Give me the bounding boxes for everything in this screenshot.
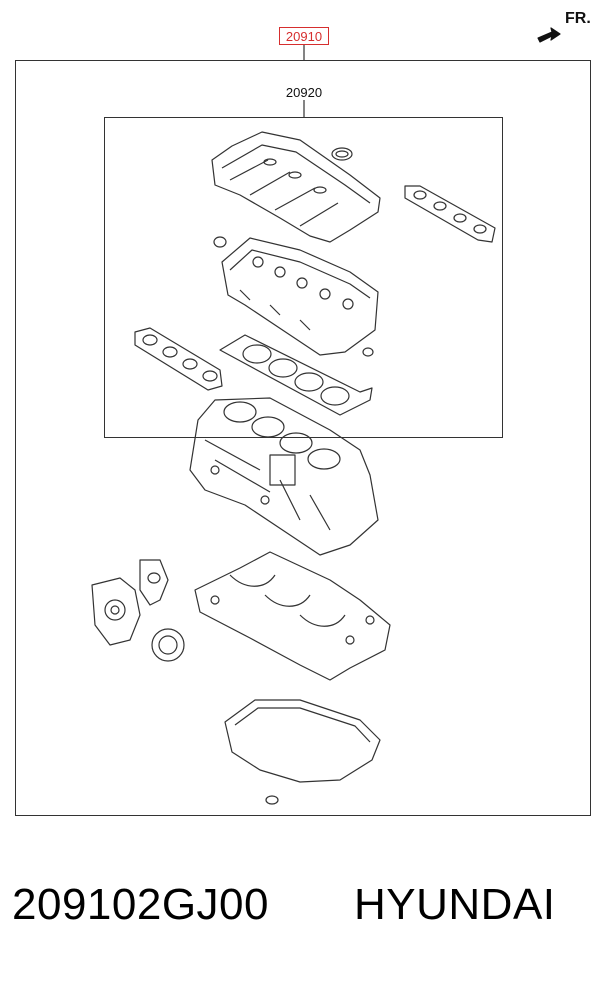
part-number-label: 209102GJ00 bbox=[12, 880, 269, 929]
assembly-frame-outer bbox=[15, 60, 591, 816]
timing-gasket-part bbox=[139, 559, 169, 606]
callout-sub-part[interactable]: 20920 bbox=[285, 85, 323, 100]
assembly-frame-inner bbox=[104, 117, 503, 438]
valve-cover-part bbox=[211, 131, 381, 243]
intake-gasket-part bbox=[404, 185, 496, 243]
drain-plug-part bbox=[265, 795, 279, 805]
pump-gasket-part bbox=[151, 628, 185, 662]
engine-block-part bbox=[189, 397, 379, 556]
water-pump-part bbox=[91, 577, 141, 646]
o-ring-part bbox=[213, 236, 227, 248]
head-gasket-part bbox=[219, 334, 373, 416]
cylinder-head-part bbox=[221, 237, 379, 356]
exhaust-gasket-part bbox=[134, 327, 223, 391]
oil-pan-part bbox=[224, 699, 381, 783]
seal-ring-part bbox=[331, 147, 353, 161]
front-arrow-icon bbox=[537, 27, 561, 43]
front-orientation-label: FR. bbox=[565, 10, 591, 27]
callout-main-part[interactable]: 20910 bbox=[279, 27, 329, 45]
ladder-frame-part bbox=[194, 551, 391, 681]
brand-label: HYUNDAI bbox=[354, 880, 556, 929]
